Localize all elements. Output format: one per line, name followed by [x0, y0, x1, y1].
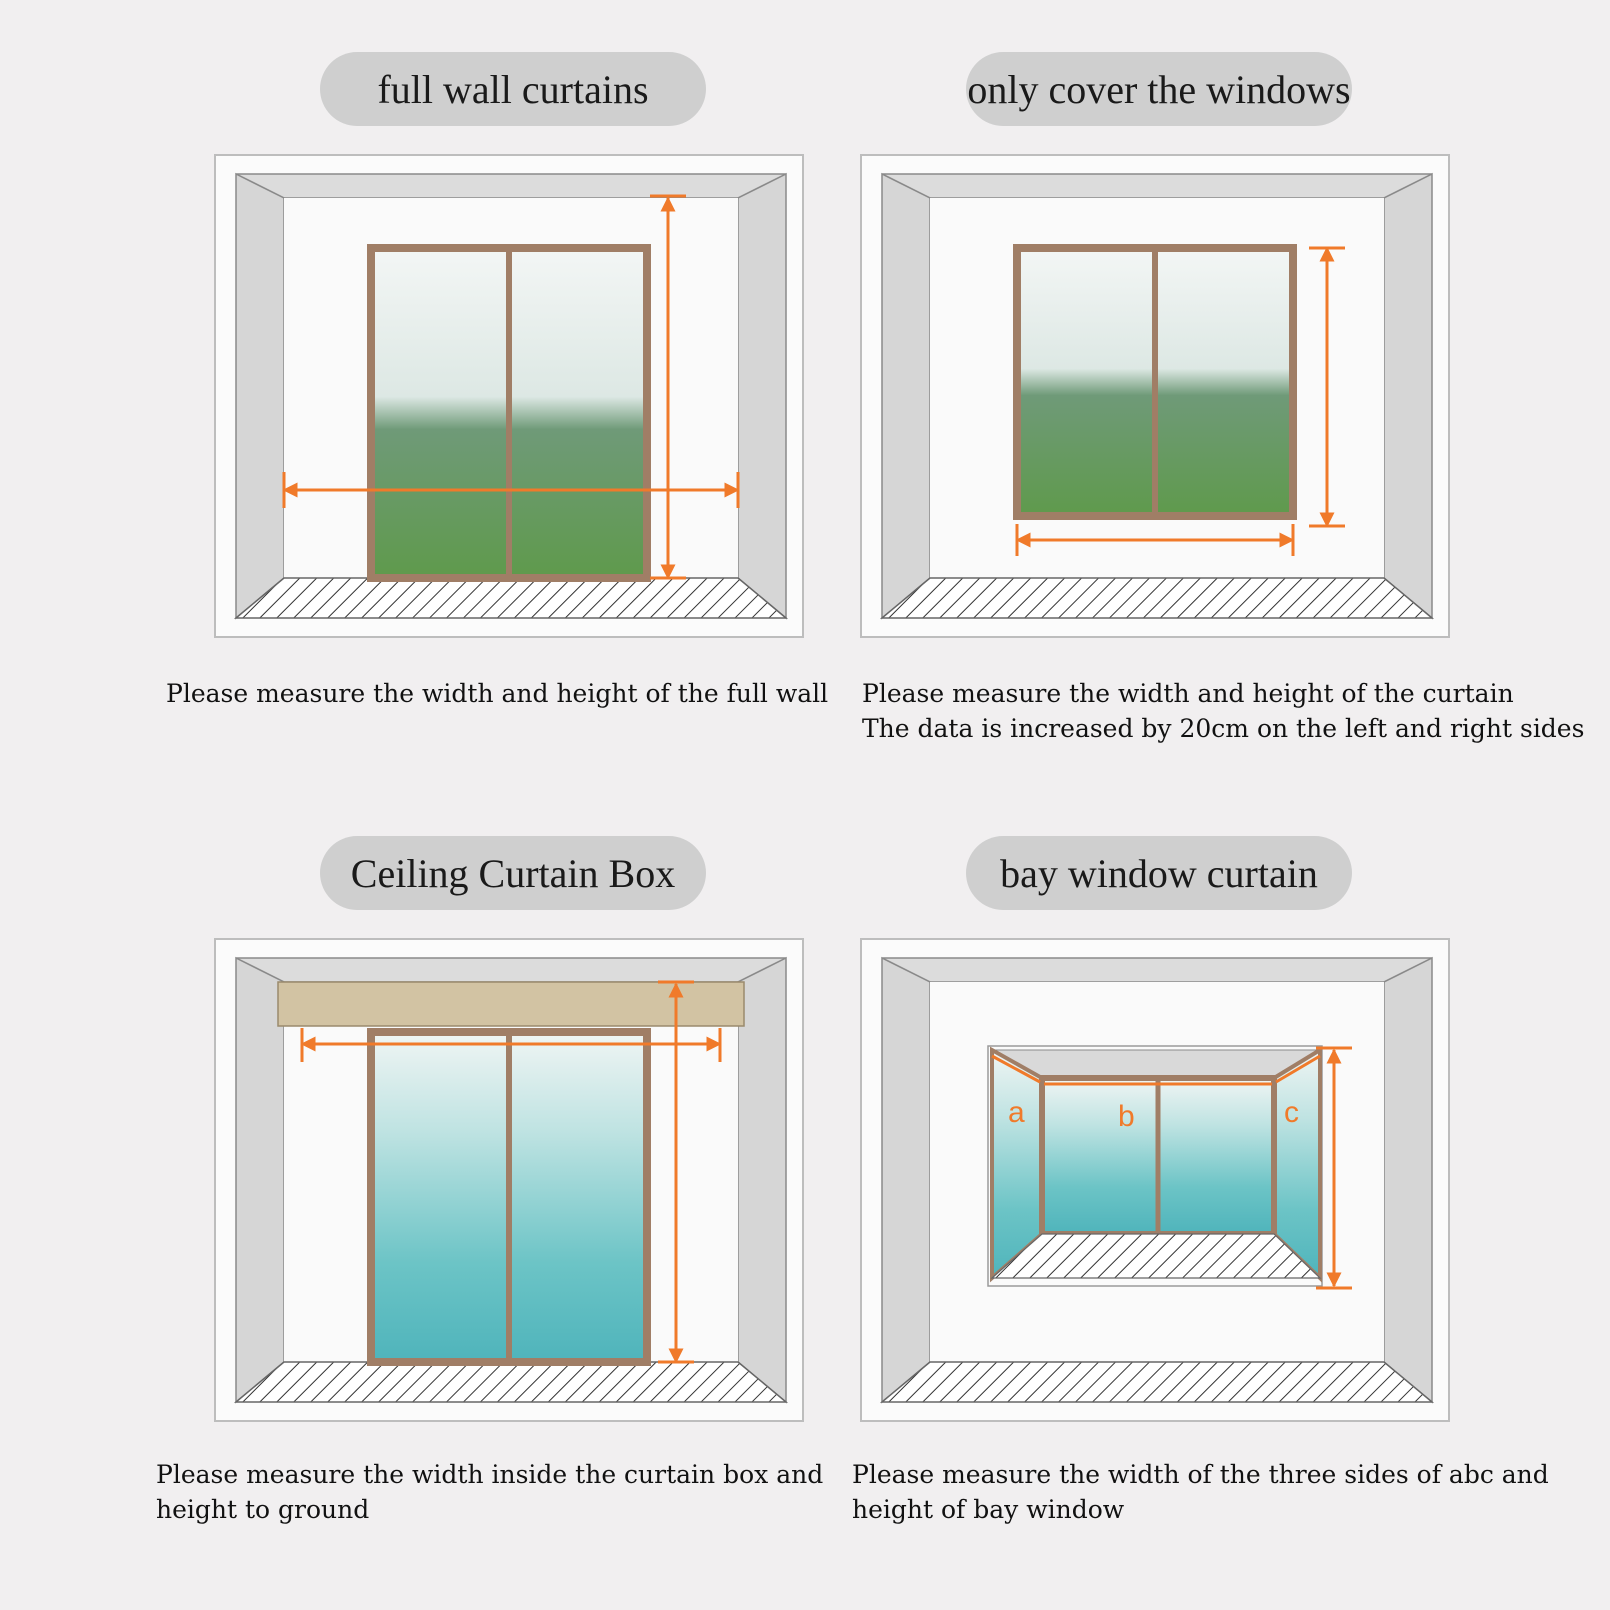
panel-title: bay window curtain [966, 836, 1352, 910]
caption-line: Please measure the width and height of t… [166, 679, 829, 708]
panel-caption: Please measure the width and height of t… [166, 676, 828, 711]
panel-caption: Please measure the width and height of t… [862, 676, 1584, 746]
room-illustration-bay-window: a b c [860, 938, 1450, 1422]
bay-label-c: c [1284, 1096, 1299, 1129]
room-illustration-full-wall [214, 154, 804, 638]
caption-line: Please measure the width and height of t… [862, 679, 1514, 708]
caption-line: Please measure the width of the three si… [852, 1460, 1549, 1489]
caption-line: Please measure the width inside the curt… [156, 1460, 824, 1489]
caption-line: height to ground [156, 1495, 370, 1524]
bay-label-a: a [1008, 1096, 1025, 1129]
caption-line: The data is increased by 20cm on the lef… [862, 714, 1585, 743]
panel-caption: Please measure the width inside the curt… [156, 1457, 823, 1527]
panel-title: Ceiling Curtain Box [320, 836, 706, 910]
bay-label-b: b [1118, 1100, 1135, 1133]
panel-title: full wall curtains [320, 52, 706, 126]
room-illustration-ceiling-box [214, 938, 804, 1422]
panel-caption: Please measure the width of the three si… [852, 1457, 1549, 1527]
panel-title: only cover the windows [966, 52, 1352, 126]
caption-line: height of bay window [852, 1495, 1125, 1524]
room-illustration-cover-windows [860, 154, 1450, 638]
